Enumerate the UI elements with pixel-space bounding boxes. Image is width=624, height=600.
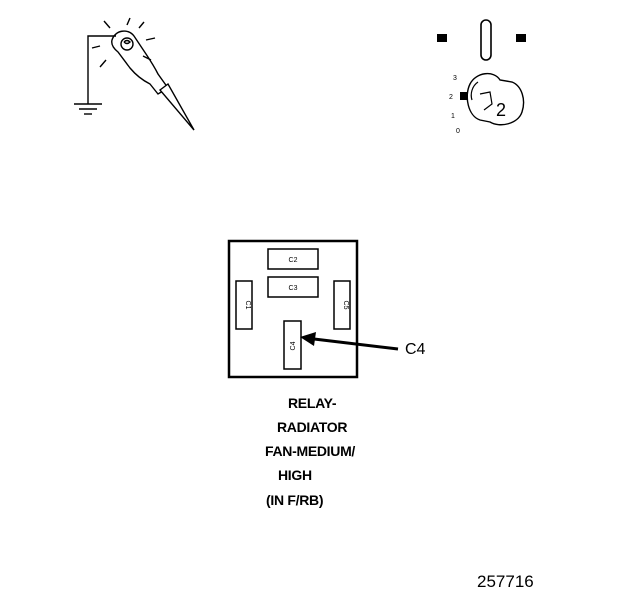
ignition-selected-position: 2 [496, 100, 506, 120]
cavity-c4 [283, 320, 302, 370]
test-light-icon [74, 17, 195, 131]
ignition-position-2: 2 [449, 94, 453, 101]
callout-arrow [300, 332, 399, 351]
ignition-position-1: 1 [451, 113, 455, 120]
cavity-c1 [235, 280, 253, 330]
cavity-c3 [267, 276, 319, 298]
cavity-c2 [267, 248, 319, 270]
cavity-c1-label: C1 [244, 301, 251, 310]
figure-number: 257716 [477, 572, 534, 591]
ignition-position-0: 0 [456, 128, 460, 135]
caption-line-1: RELAY- [288, 395, 337, 411]
cavity-c2-label: C2 [289, 257, 298, 264]
relay-connector-outline [227, 239, 359, 379]
caption-line-4: HIGH [278, 467, 312, 483]
callout-label: C4 [405, 341, 426, 358]
caption-line-2: RADIATOR [277, 419, 348, 435]
caption-line-3: FAN-MEDIUM/ [265, 443, 356, 459]
cavity-c3-label: C3 [289, 285, 298, 292]
cavity-c5-label: C5 [342, 301, 349, 310]
cavity-c5 [333, 280, 351, 330]
caption-line-5: (IN F/RB) [266, 492, 324, 508]
cavity-c4-label: C4 [290, 341, 297, 350]
ignition-position-3: 3 [453, 75, 457, 82]
ignition-switch-icon [437, 19, 526, 126]
